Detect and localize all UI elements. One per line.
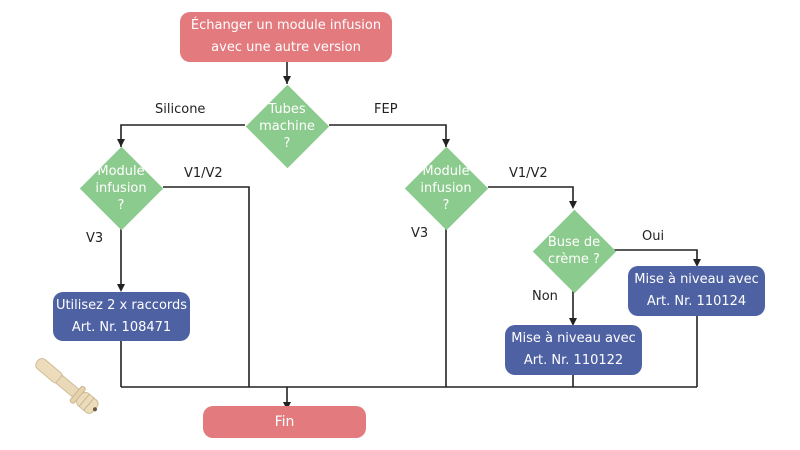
- process-raccords-line2: Art. Nr. 108471: [71, 319, 172, 335]
- decision-tubes-line3: ?: [283, 135, 291, 151]
- process-raccords: Utilisez 2 x raccords Art. Nr. 108471: [53, 292, 190, 341]
- edge-label-fep: FEP: [374, 102, 398, 117]
- decision-module-right-line2: infusion: [420, 180, 472, 196]
- arrowhead: [569, 318, 577, 326]
- edge-label-left-v3: V3: [86, 231, 104, 246]
- process-110124: Mise à niveau avec Art. Nr. 110124: [628, 266, 765, 316]
- edge-label-left-v1v2: V1/V2: [184, 166, 223, 181]
- decision-tubes-line1: Tubes: [268, 101, 306, 117]
- start-node: Échanger un module infusion avec une aut…: [180, 12, 392, 62]
- decision-module-left-line2: infusion: [95, 180, 147, 196]
- process-110122: Mise à niveau avec Art. Nr. 110122: [505, 325, 642, 375]
- arrowhead: [117, 284, 125, 292]
- process-raccords-line1: Utilisez 2 x raccords: [55, 297, 188, 313]
- arrowhead: [693, 259, 701, 267]
- decision-tubes-line2: machine: [259, 118, 315, 134]
- process-110124-line1: Mise à niveau avec: [634, 272, 759, 287]
- decision-buse-de-creme: Buse de crème ?: [532, 209, 616, 293]
- start-line2: avec une autre version: [211, 40, 361, 55]
- arrowhead: [283, 76, 291, 84]
- edge-label-non: Non: [532, 289, 558, 304]
- arrowhead: [117, 139, 125, 147]
- edge-right-v1v2: [488, 186, 574, 201]
- process-110122-line1: Mise à niveau avec: [511, 331, 636, 346]
- edge-label-oui: Oui: [642, 229, 665, 244]
- decision-module-left-line3: ?: [117, 197, 125, 213]
- decision-buse-line2: crème ?: [548, 252, 600, 267]
- arrowhead: [442, 139, 450, 147]
- edge-label-right-v3: V3: [411, 226, 429, 241]
- process-110122-line2: Art. Nr. 110122: [523, 353, 624, 368]
- end-label: Fin: [274, 414, 295, 430]
- decision-module-right-line1: Module: [422, 163, 470, 179]
- start-line1: Échanger un module infusion: [190, 18, 382, 33]
- arrowhead: [569, 201, 577, 209]
- edge-oui: [614, 249, 698, 259]
- edge-fep: [329, 124, 447, 147]
- edge-label-silicone: Silicone: [155, 102, 206, 117]
- decision-tubes-machine: Tubes machine ?: [245, 84, 329, 168]
- edge-silicone: [120, 124, 245, 147]
- decision-module-infusion-left: Module infusion ?: [79, 146, 163, 230]
- connector-fitting-icon: [35, 358, 99, 414]
- decision-module-right-line3: ?: [442, 197, 450, 213]
- decision-module-infusion-right: Module infusion ?: [404, 146, 488, 230]
- decision-buse-line1: Buse de: [547, 235, 601, 250]
- end-node: Fin: [203, 406, 366, 438]
- process-110124-line2: Art. Nr. 110124: [646, 294, 747, 309]
- edge-left-v1v2: [163, 186, 250, 387]
- edge-label-right-v1v2: V1/V2: [509, 166, 548, 181]
- decision-module-left-line1: Module: [97, 163, 145, 179]
